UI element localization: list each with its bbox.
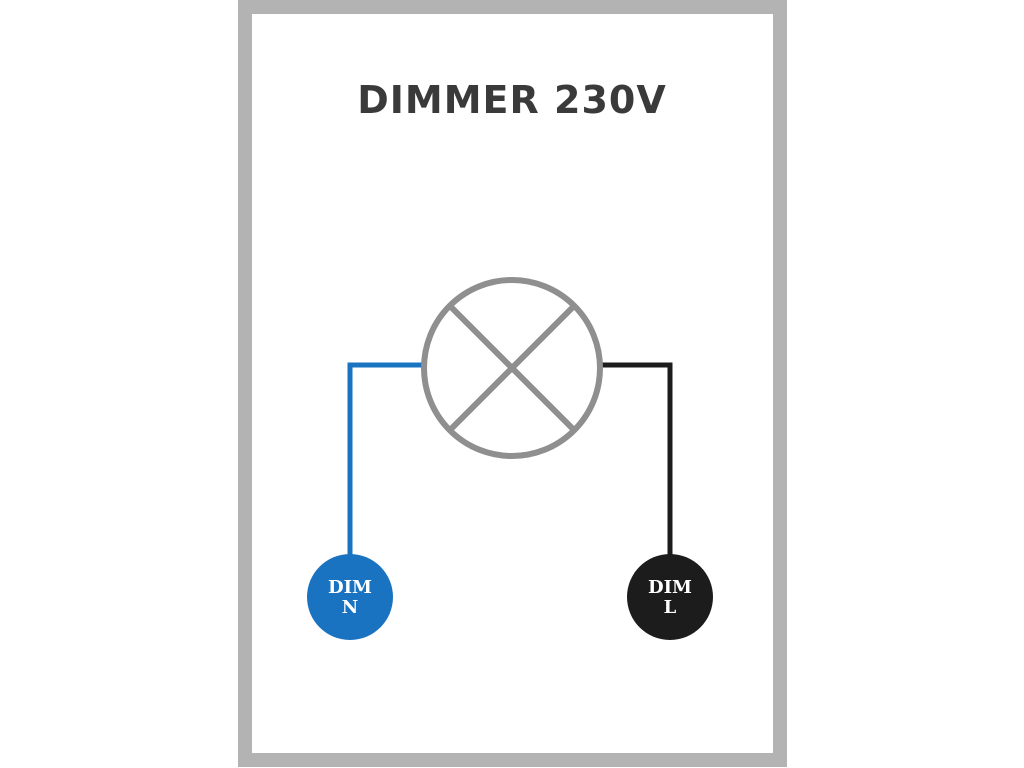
live-terminal-label: DIM L	[627, 578, 713, 618]
neutral-terminal-label: DIM N	[307, 578, 393, 618]
neutral-wire	[347, 362, 424, 560]
neutral-terminal-line1: DIM	[328, 577, 372, 598]
diagram-title: DIMMER 230V	[357, 78, 667, 122]
live-terminal	[627, 554, 713, 640]
lamp-symbol-icon	[421, 277, 603, 459]
live-wire	[600, 362, 673, 560]
live-terminal-line2: L	[663, 597, 677, 618]
neutral-terminal-line2: N	[341, 597, 359, 618]
neutral-terminal	[307, 554, 393, 640]
live-terminal-line1: DIM	[648, 577, 692, 598]
